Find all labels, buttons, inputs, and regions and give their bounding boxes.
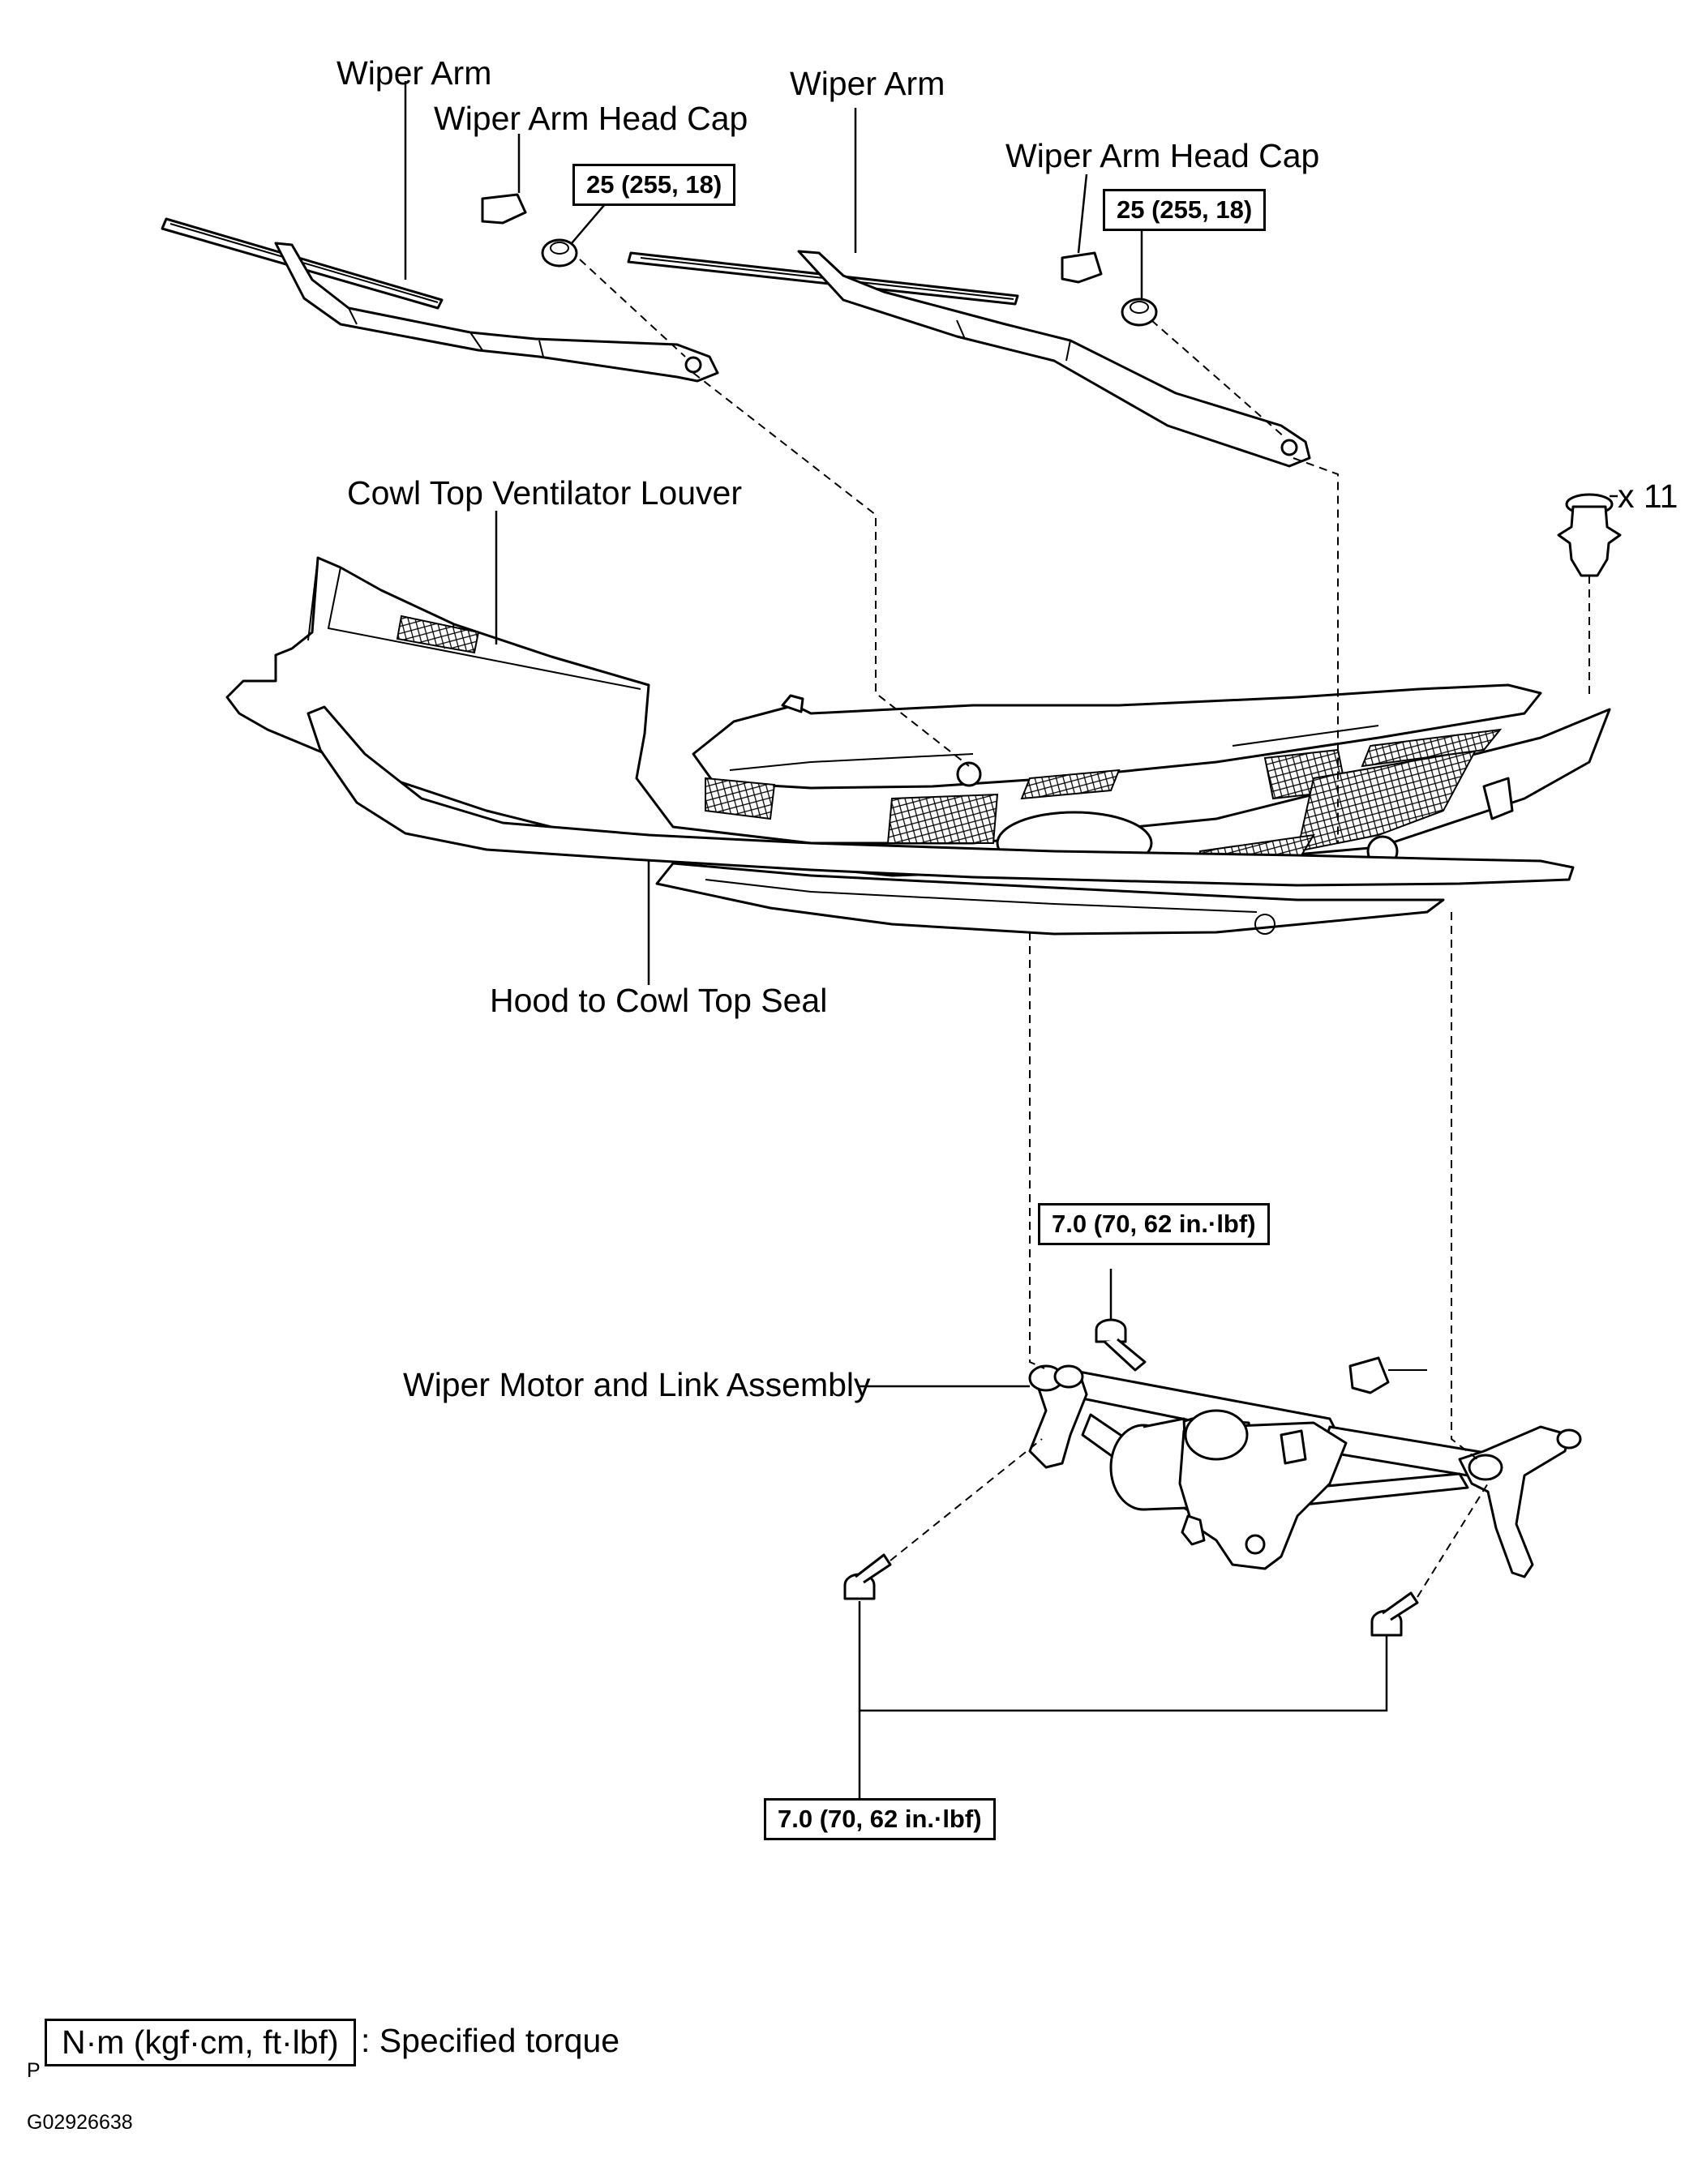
torque-nut-right: 25 (255, 18) xyxy=(1103,189,1267,231)
left-arm-nut xyxy=(541,238,578,268)
wiper-motor-link-assembly xyxy=(1028,1356,1582,1578)
label-wiper-motor: Wiper Motor and Link Assembly xyxy=(403,1366,871,1403)
label-cowl-louver: Cowl Top Ventilator Louver xyxy=(347,474,742,512)
torque-link-bolts: 7.0 (70, 62 in.·lbf) xyxy=(764,1798,996,1840)
left-head-cap xyxy=(481,193,527,225)
right-link-bolt xyxy=(1370,1591,1419,1637)
torque-nut-left: 25 (255, 18) xyxy=(572,164,736,206)
left-link-bolt xyxy=(843,1553,892,1600)
label-wiper-arm-right: Wiper Arm xyxy=(790,65,945,102)
label-head-cap-right: Wiper Arm Head Cap xyxy=(1005,137,1320,174)
legend-unit-box: N·m (kgf·cm, ft·lbf) xyxy=(45,2019,356,2067)
footer-letter: P xyxy=(27,2059,41,2082)
alignment-lines xyxy=(579,259,1590,1598)
label-clip-count: x 11 xyxy=(1618,477,1678,515)
hood-to-cowl-top-seal xyxy=(307,705,1575,936)
torque-motor-bolt: 7.0 (70, 62 in.·lbf) xyxy=(1038,1203,1270,1245)
left-wiper-arm xyxy=(161,217,719,383)
label-head-cap-left: Wiper Arm Head Cap xyxy=(434,100,748,137)
clip-fastener-icon xyxy=(1557,493,1622,577)
right-arm-nut xyxy=(1121,298,1158,327)
leader-lines xyxy=(404,81,1618,1800)
right-wiper-arm xyxy=(627,250,1311,468)
figure-code: G02926638 xyxy=(27,2111,133,2134)
label-wiper-arm-left: Wiper Arm xyxy=(337,54,492,92)
label-hood-seal: Hood to Cowl Top Seal xyxy=(490,982,828,1019)
motor-bolt xyxy=(1095,1318,1147,1372)
legend-unit-desc: : Specified torque xyxy=(361,2022,620,2059)
right-head-cap xyxy=(1061,251,1103,284)
